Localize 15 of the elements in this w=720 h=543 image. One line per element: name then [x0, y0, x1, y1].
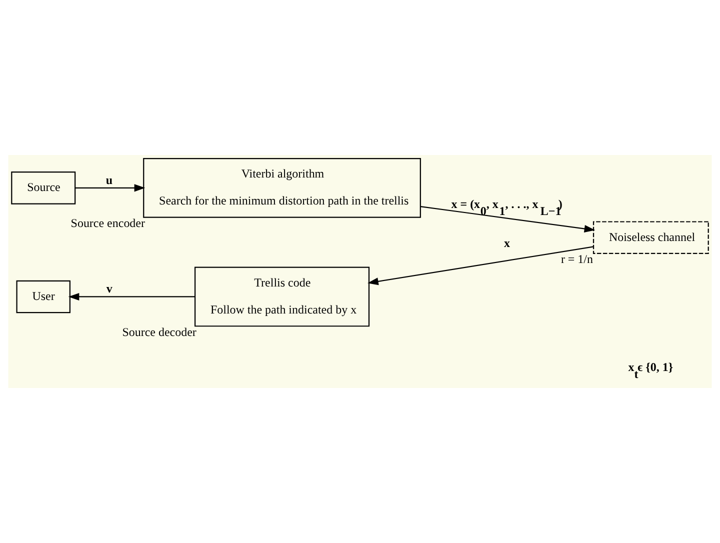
node-box: User [16, 280, 70, 314]
node-label: Source encoder [70, 216, 145, 230]
node-label: Source decoder [122, 324, 196, 339]
node-box: Source [11, 172, 76, 204]
node-box: Viterbi algorithm Search for the minimum distortion path in the trellis [143, 158, 421, 218]
edge-label: u [106, 172, 113, 187]
node-label: r = 1/n [560, 252, 594, 266]
arrow [68, 292, 195, 301]
edge-label: v [106, 282, 112, 296]
arrow [420, 206, 596, 232]
node-box: Noiseless channel [592, 221, 709, 254]
edge-label: x [504, 236, 510, 250]
node-box: Trellis code Follow the path indicated by x [194, 266, 370, 327]
arrow [368, 246, 594, 286]
arrow [75, 184, 146, 192]
